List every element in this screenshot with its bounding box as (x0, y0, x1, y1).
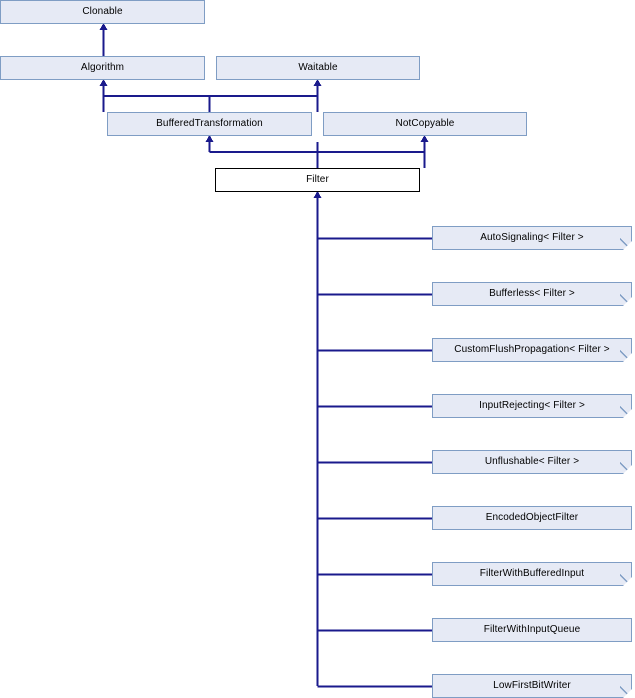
class-node-label: FilterWithBufferedInput (479, 568, 585, 579)
class-node-label: Bufferless< Filter > (489, 288, 575, 299)
class-node-filter[interactable]: Filter (215, 168, 420, 192)
class-node-filterwithbufferedinput[interactable]: FilterWithBufferedInput (432, 562, 632, 586)
class-node-label: Waitable (298, 62, 338, 73)
class-node-label: NotCopyable (395, 118, 455, 129)
class-node-label: CustomFlushPropagation< Filter > (454, 344, 610, 355)
class-node-customflushpropagation-filter[interactable]: CustomFlushPropagation< Filter > (432, 338, 632, 362)
edge-lines (102, 30, 432, 688)
inheritance-arrowhead (313, 79, 322, 86)
class-node-waitable[interactable]: Waitable (216, 56, 420, 80)
class-node-label: LowFirstBitWriter (493, 680, 571, 691)
edge-arrowheads (99, 23, 429, 198)
class-node-label: Algorithm (80, 62, 125, 73)
class-node-filterwithinputqueue[interactable]: FilterWithInputQueue (432, 618, 632, 642)
class-node-label: Clonable (82, 6, 123, 17)
class-node-encodedobjectfilter[interactable]: EncodedObjectFilter (432, 506, 632, 530)
class-node-label: FilterWithInputQueue (483, 624, 581, 635)
class-node-algorithm[interactable]: Algorithm (0, 56, 205, 80)
inheritance-arrowhead (99, 79, 108, 86)
class-node-inputrejecting-filter[interactable]: InputRejecting< Filter > (432, 394, 632, 418)
class-node-bufferless-filter[interactable]: Bufferless< Filter > (432, 282, 632, 306)
inheritance-arrowhead (99, 23, 108, 30)
class-node-lowfirstbitwriter[interactable]: LowFirstBitWriter (432, 674, 632, 698)
class-node-label: AutoSignaling< Filter > (480, 232, 584, 243)
class-node-label: BufferedTransformation (156, 118, 263, 129)
class-node-autosignaling-filter[interactable]: AutoSignaling< Filter > (432, 226, 632, 250)
class-node-label: Unflushable< Filter > (484, 456, 580, 467)
class-node-clonable[interactable]: Clonable (0, 0, 205, 24)
inheritance-arrowhead (313, 191, 322, 198)
class-node-label: InputRejecting< Filter > (479, 400, 585, 411)
inheritance-elbow-0 (103, 95, 211, 112)
class-node-label: Filter (306, 174, 329, 185)
inheritance-arrowhead (420, 135, 429, 142)
inheritance-elbow-3 (316, 151, 425, 168)
inheritance-arrowhead (205, 135, 214, 142)
class-node-unflushable-filter[interactable]: Unflushable< Filter > (432, 450, 632, 474)
class-node-label: EncodedObjectFilter (485, 512, 579, 523)
class-node-notcopyable[interactable]: NotCopyable (323, 112, 527, 136)
class-node-bufferedtransformation[interactable]: BufferedTransformation (107, 112, 312, 136)
